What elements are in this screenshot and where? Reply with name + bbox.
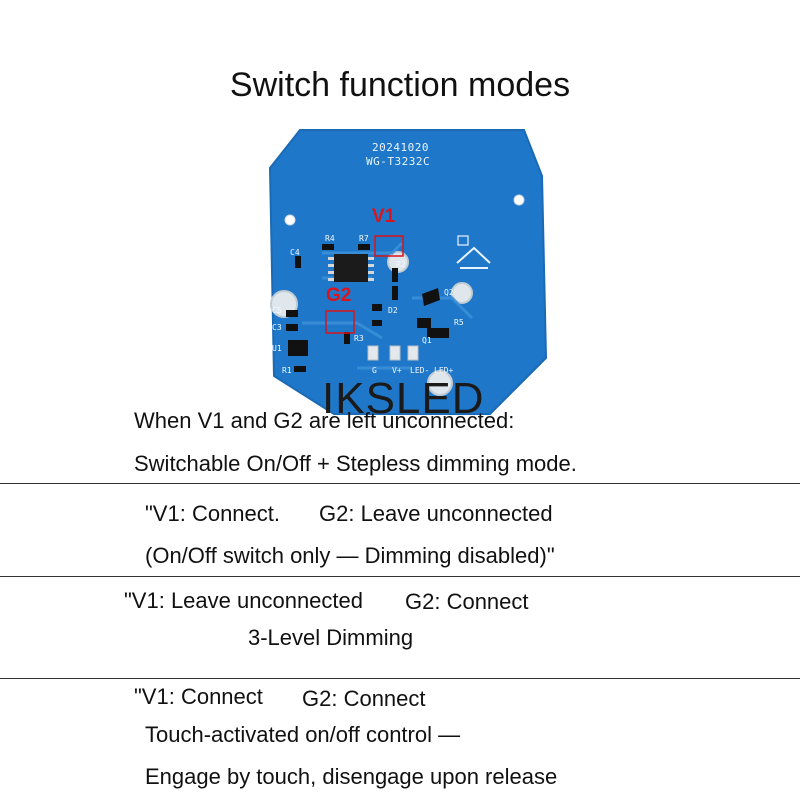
divider-3 (0, 678, 800, 679)
divider-2 (0, 576, 800, 577)
label-led-plus: LED+ (434, 366, 454, 375)
label-r7: R7 (359, 234, 369, 243)
mode2-line2: (On/Off switch only — Dimming disabled)" (145, 543, 555, 568)
mode2-line1b: G2: Leave unconnected (319, 501, 553, 526)
marker-g2: G2 (326, 285, 352, 306)
watermark-text: IKSLED (322, 374, 485, 423)
label-c3: C3 (272, 323, 282, 332)
mode3-line1a: "V1: Leave unconnected (124, 588, 363, 613)
pcb-board-graphic (268, 129, 548, 415)
label-r2: R2 (396, 260, 406, 269)
label-u1: U1 (272, 344, 282, 353)
mode1-line2: Switchable On/Off + Stepless dimming mod… (134, 451, 577, 476)
label-c5: C5 (272, 306, 282, 315)
mode4-line1b: G2: Connect (302, 686, 426, 711)
board-model-code: WG-T3232C (366, 155, 431, 168)
label-c4: C4 (290, 248, 300, 257)
label-r1: R1 (282, 366, 292, 375)
divider-1 (0, 483, 800, 484)
label-d2: D2 (388, 306, 398, 315)
mode3-line1b: G2: Connect (405, 589, 529, 614)
label-v-plus: V+ (392, 366, 402, 375)
board-date-code: 20241020 (372, 141, 429, 154)
label-r5: R5 (454, 318, 464, 327)
pcb-board-image: 20241020 WG-T3232C V1 G2 R4 R7 R2 C4 C5 … (262, 128, 562, 418)
mode1-line1: When V1 and G2 are left unconnected: (134, 408, 515, 433)
label-led-minus: LED- (410, 366, 430, 375)
mode4-line2: Touch-activated on/off control — (145, 722, 461, 747)
label-r4: R4 (325, 234, 335, 243)
label-q2: Q2 (444, 288, 454, 297)
mode4-line1a: "V1: Connect (134, 684, 263, 709)
marker-v1: V1 (372, 206, 396, 227)
mode3-line2: 3-Level Dimming (248, 625, 414, 650)
label-g: G (372, 366, 377, 375)
label-r3: R3 (354, 334, 364, 343)
mode4-line3: Engage by touch, disengage upon release (145, 764, 558, 789)
page-title: Switch function modes (229, 66, 571, 104)
label-q1: Q1 (422, 336, 432, 345)
mode2-line1a: "V1: Connect. (145, 501, 280, 526)
